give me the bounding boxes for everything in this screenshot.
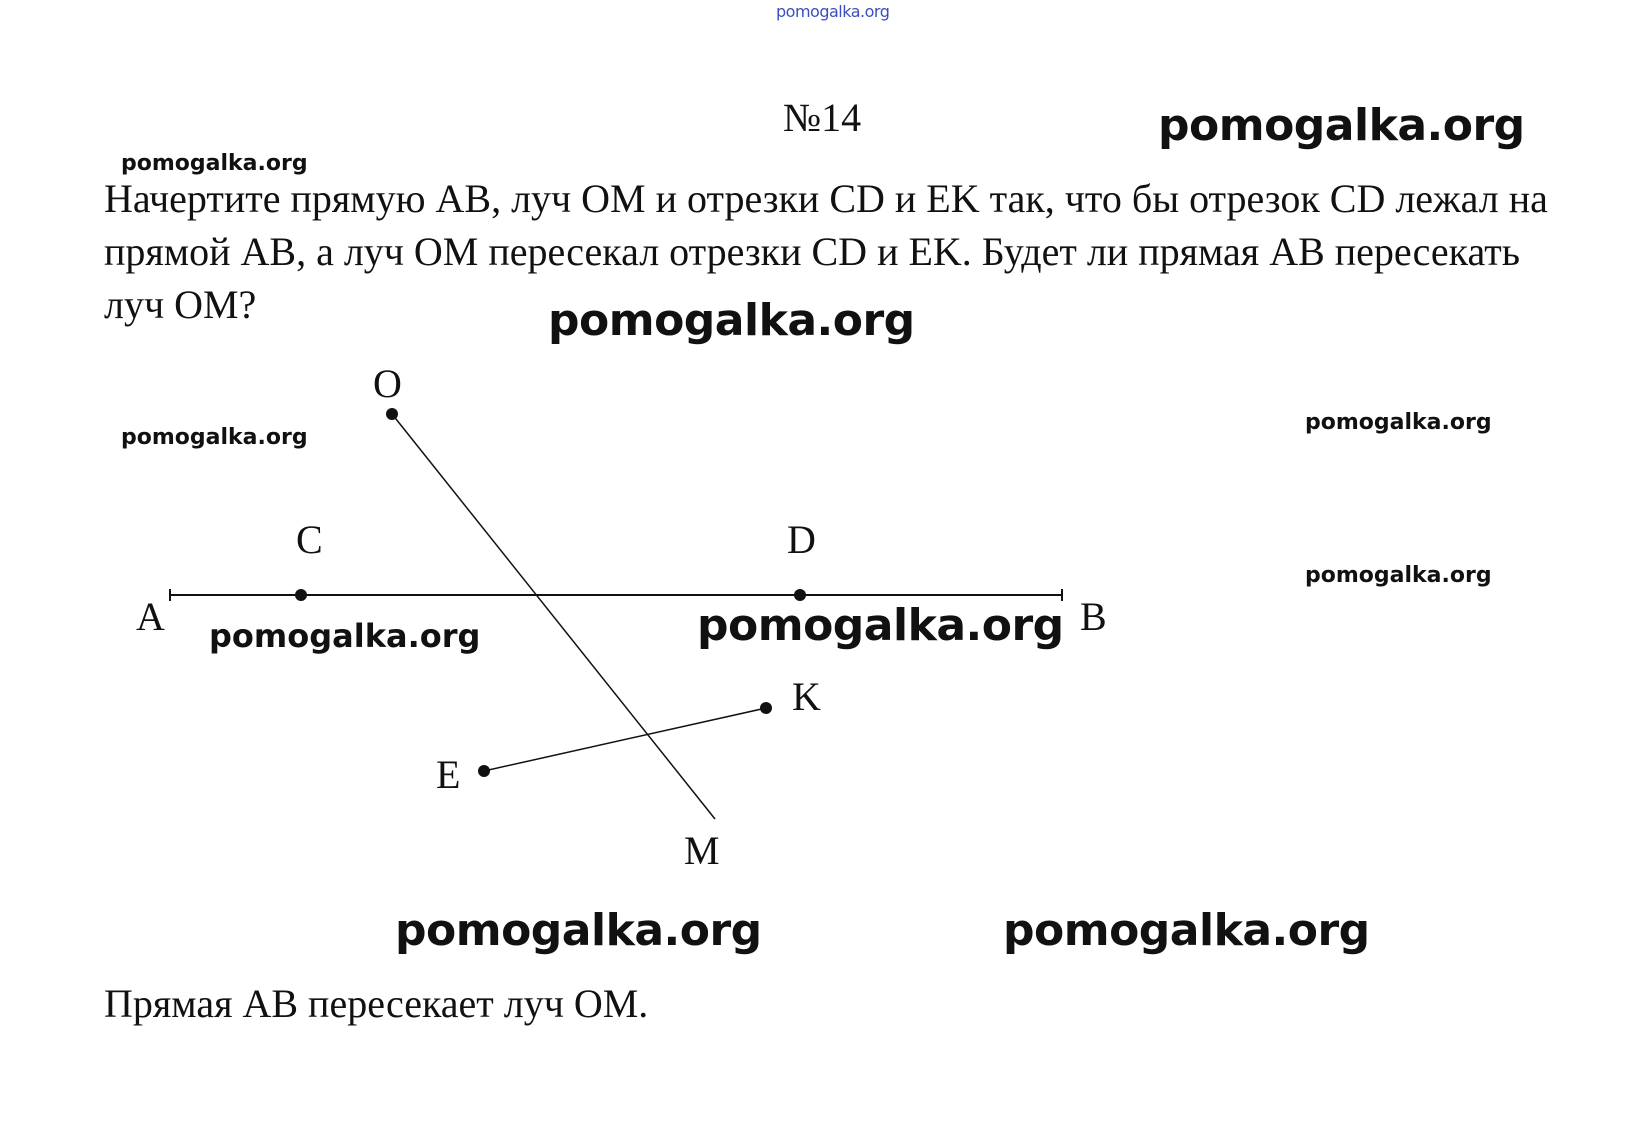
ray-om [391, 413, 716, 820]
label-c: C [296, 517, 323, 562]
watermark-bottom-right: pomogalka.org [1003, 905, 1370, 956]
segment-ek [483, 707, 767, 772]
point-c [295, 589, 307, 601]
watermark-middle: pomogalka.org [548, 295, 915, 346]
watermark-left: pomogalka.org [121, 425, 308, 450]
watermark-top-left: pomogalka.org [121, 151, 308, 176]
point-k [760, 702, 772, 714]
point-d [794, 589, 806, 601]
label-k: K [792, 674, 821, 719]
label-o: O [373, 361, 402, 406]
problem-number: №14 [783, 95, 862, 140]
watermark-top: pomogalka.org [776, 2, 890, 21]
label-a: A [136, 594, 165, 639]
point-o [386, 408, 398, 420]
watermark-below-line-left: pomogalka.org [209, 617, 481, 655]
watermark-right-1: pomogalka.org [1305, 410, 1492, 435]
watermark-bottom-left: pomogalka.org [395, 905, 762, 956]
watermark-top-right: pomogalka.org [1158, 100, 1525, 151]
label-m: M [684, 828, 720, 873]
label-b: B [1080, 594, 1107, 639]
watermark-below-line-right: pomogalka.org [697, 600, 1064, 651]
answer-text: Прямая AB пересекает луч OM. [104, 981, 649, 1026]
problem-text: Начертите прямую AB, луч OM и отрезки CD… [104, 176, 1548, 327]
label-d: D [787, 517, 816, 562]
watermark-right-2: pomogalka.org [1305, 563, 1492, 588]
point-e [478, 765, 490, 777]
label-e: E [436, 752, 460, 797]
